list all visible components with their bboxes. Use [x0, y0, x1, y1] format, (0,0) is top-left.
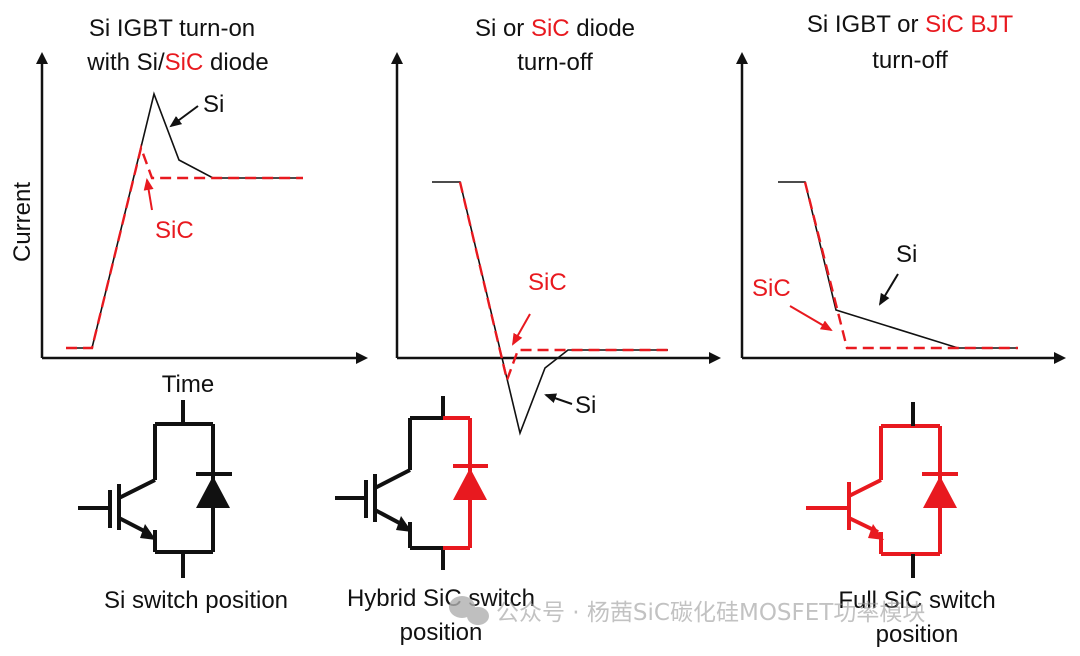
panel3-si-label: Si [896, 241, 917, 268]
panel2-sic-curve [458, 181, 668, 385]
panel1-sic-curve [66, 143, 303, 350]
wechat-icon [449, 596, 489, 625]
panel2-si-curve [432, 181, 668, 436]
panel1-si-label: Si [203, 91, 224, 118]
panel3-title-sic: SiC BJT [925, 11, 1013, 38]
panel3-sic-curve [803, 181, 1018, 350]
panel1-si-arrow [169, 105, 199, 128]
panel1-title-line2: with Si/SiC diode [86, 49, 268, 76]
panel2-sic-arrow [512, 313, 531, 346]
si-diode-icon [196, 476, 230, 508]
panel2-title-line2: turn-off [517, 49, 593, 76]
circuit-si-switch [78, 400, 232, 578]
panel-diode-turn-off: Si or SiC diode turn-off SiC Si [335, 15, 721, 646]
y-axis-label: Current [9, 182, 36, 262]
panel3-circuit-caption-line2: position [876, 621, 959, 648]
panel1-title-line1: Si IGBT turn-on [89, 15, 255, 42]
panel3-title-line1: Si IGBT or SiC BJT [807, 11, 1014, 38]
panel3-title-line2: turn-off [872, 47, 948, 74]
panel1-title-part: diode [203, 49, 268, 76]
panel2-circuit-caption-line2: position [400, 619, 483, 646]
panel2-si-arrow [544, 393, 573, 405]
bjt-emitter-arrowhead [868, 524, 884, 540]
panel1-circuit-caption: Si switch position [104, 587, 288, 614]
panel2-title-part: diode [570, 15, 635, 42]
igbt-emitter-arrowhead [140, 524, 156, 540]
panel3-sic-arrow [789, 305, 833, 332]
panel-igbt-turn-on: Si IGBT turn-on with Si/SiC diode Curren… [9, 15, 368, 614]
panel1-sic-label: SiC [155, 217, 194, 244]
panel2-title-sic: SiC [531, 15, 570, 42]
panel2-title-part: Si or [475, 15, 531, 42]
watermark: 公众号 · 杨茜SiC碳化硅MOSFET功率模块 [449, 596, 925, 626]
panel2-sic-label: SiC [528, 269, 567, 296]
panel1-sic-arrow [143, 178, 154, 211]
panel3-si-arrow [878, 273, 899, 306]
panel1-title-sic: SiC [165, 49, 204, 76]
circuit-hybrid-switch [335, 396, 445, 570]
sic-diode-icon [453, 468, 487, 500]
x-axis-label: Time [162, 371, 214, 398]
sic-diode-icon [923, 476, 957, 508]
panel1-title-part: with Si/ [86, 49, 165, 76]
panel2-circuit-caption-line1: Hybrid SiC switch [347, 585, 535, 612]
panel3-circuit-caption-line1: Full SiC switch [838, 587, 995, 614]
panel2-si-label: Si [575, 392, 596, 419]
panel-switch-turn-off: Si IGBT or SiC BJT turn-off Si SiC [736, 11, 1066, 648]
panel3-sic-label: SiC [752, 275, 791, 302]
panel2-title-line1: Si or SiC diode [475, 15, 635, 42]
igbt-emitter-arrowhead [396, 516, 412, 532]
panel3-title-part: Si IGBT or [807, 11, 925, 38]
watermark-text: 公众号 · 杨茜SiC碳化硅MOSFET功率模块 [496, 600, 925, 626]
panel3-si-curve [778, 181, 1018, 349]
